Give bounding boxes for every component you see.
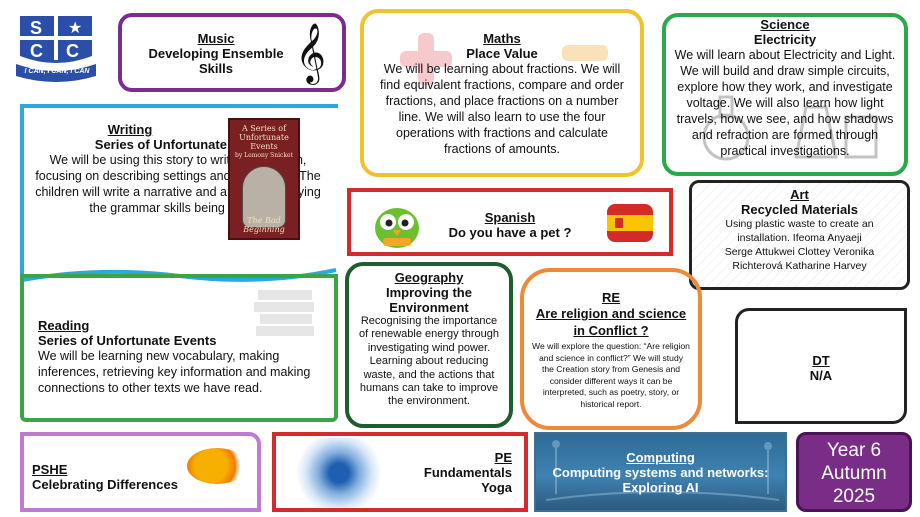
reading-description: We will be learning new vocabulary, maki… <box>38 349 311 395</box>
logo-star-icon: ★ <box>68 20 83 37</box>
book-cover-image: A Series of Unfortunate Events by Lemony… <box>228 118 300 240</box>
maths-topic: Place Value <box>466 46 538 61</box>
art-artists: Richterová Katharine Harvey <box>732 260 867 272</box>
reading-card: Reading Series of Unfortunate Events We … <box>20 274 338 422</box>
term-year: 2025 <box>832 486 876 507</box>
dt-topic: N/A <box>809 368 833 383</box>
year-group: Year 6 <box>826 440 882 461</box>
computing-topic: Exploring AI <box>622 480 699 495</box>
computing-card: Computing Computing systems and networks… <box>534 432 787 512</box>
maths-description: We will be learning about fractions. We … <box>380 62 624 156</box>
pe-card: PE Fundamentals Yoga <box>272 432 528 512</box>
music-topic: Developing Ensemble <box>148 46 284 61</box>
music-topic: Skills <box>199 61 233 76</box>
lab-equipment-icon <box>702 95 878 161</box>
pshe-topic: Celebrating Differences <box>32 477 178 492</box>
book-subtitle: The Bad Beginning <box>243 216 285 234</box>
plus-icon <box>400 33 452 85</box>
science-card: Science Electricity We will learn about … <box>662 13 908 176</box>
book-byline: by Lemony Snicket <box>235 152 293 159</box>
geography-topic: Improving the <box>386 285 472 300</box>
geography-topic: Environment <box>389 300 469 315</box>
pe-topic: Fundamentals <box>423 465 512 480</box>
school-crest-icon <box>16 16 96 82</box>
reading-subject: Reading <box>38 318 90 333</box>
book-illustration-icon <box>242 166 286 228</box>
re-subject: RE <box>601 290 621 305</box>
re-card: RE Are religion and science in Conflict … <box>520 268 702 430</box>
dt-subject: DT <box>812 353 830 368</box>
paint-splash-icon <box>280 438 398 508</box>
logo-letter: C <box>66 41 79 61</box>
term-name: Autumn <box>821 463 887 484</box>
pe-subject: PE <box>494 450 512 465</box>
reading-topic: Series of Unfortunate Events <box>38 333 217 348</box>
science-description: We will learn about Electricity and Ligh… <box>674 48 896 158</box>
pshe-card: PSHE Celebrating Differences <box>20 432 261 512</box>
art-description: Using plastic waste to create an install… <box>725 218 874 244</box>
painted-hands-icon <box>187 448 247 484</box>
treble-clef-icon: 𝄞 <box>295 23 326 83</box>
science-subject: Science <box>760 17 810 32</box>
geography-description: Recognising the importance of renewable … <box>358 315 500 408</box>
dt-card: DT N/A <box>735 308 907 424</box>
art-topic: Recycled Materials <box>740 202 859 217</box>
pshe-subject: PSHE <box>32 462 68 477</box>
computing-subject: Computing <box>626 450 695 465</box>
books-stack-icon <box>254 290 314 336</box>
maths-subject: Maths <box>483 31 521 46</box>
re-description: We will explore the question: “Are relig… <box>532 341 690 409</box>
logo-letter: S <box>30 18 43 38</box>
writing-subject: Writing <box>107 122 153 137</box>
pe-topic: Yoga <box>481 480 512 495</box>
maths-card: Maths Place Value We will be learning ab… <box>360 9 644 177</box>
geography-subject: Geography <box>394 270 464 285</box>
computing-topic: Computing systems and networks: <box>552 465 769 480</box>
spain-flag-icon <box>607 204 653 242</box>
spanish-topic: Do you have a pet ? <box>448 225 572 240</box>
spanish-card: Spanish Do you have a pet ? <box>347 188 673 256</box>
logo-motto: I CAN, I CAN, I CAN <box>24 68 90 75</box>
music-card: Music Developing Ensemble Skills 𝄞 <box>118 13 346 92</box>
network-graphic-icon <box>545 440 780 501</box>
logo-letter: C <box>30 41 43 61</box>
science-topic: Electricity <box>753 32 817 47</box>
school-logo: S ★ C C I CAN, I CAN, I CAN <box>14 12 98 86</box>
geography-card: Geography Improving the Environment Reco… <box>345 262 513 428</box>
art-artists: Serge Attukwei Clottey Veronika <box>724 246 875 258</box>
book-title: A Series of Unfortunate Events <box>239 124 289 151</box>
art-subject: Art <box>790 187 809 202</box>
music-subject: Music <box>197 31 235 46</box>
spanish-subject: Spanish <box>484 210 536 225</box>
minus-icon <box>562 45 608 61</box>
re-topic: Are religion and science in Conflict ? <box>535 306 687 338</box>
owl-mascot-icon <box>375 208 419 248</box>
art-card: Art Recycled Materials Using plastic was… <box>689 180 910 290</box>
year-term-badge: Year 6 Autumn 2025 <box>796 432 912 512</box>
